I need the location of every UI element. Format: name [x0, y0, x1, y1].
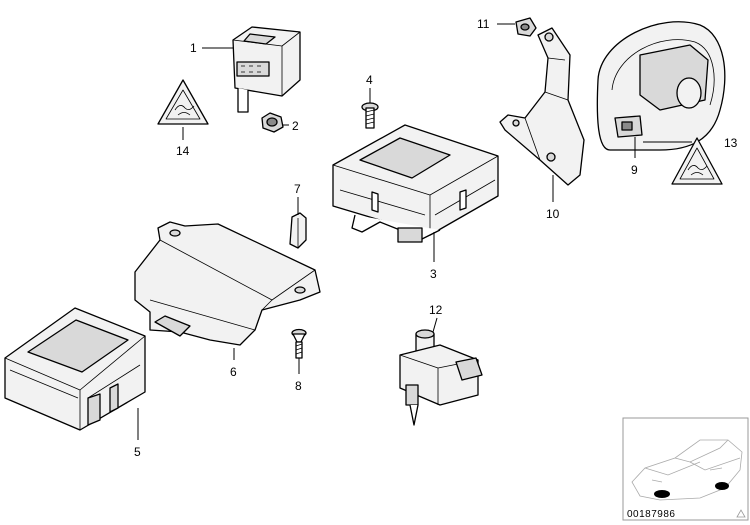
part-3-control-module[interactable] — [332, 124, 499, 243]
callout-3: 3 — [430, 267, 437, 281]
callout-6: 6 — [230, 365, 237, 379]
part-14-warning-label[interactable] — [157, 79, 209, 125]
callout-labels: 1 2 3 4 5 6 7 8 9 10 11 12 13 14 — [134, 17, 738, 459]
callout-5: 5 — [134, 445, 141, 459]
callout-7: 7 — [294, 182, 301, 196]
thumbnail-frame — [622, 417, 749, 521]
part-10-bracket[interactable] — [499, 27, 585, 186]
callout-13: 13 — [724, 136, 738, 150]
callout-2: 2 — [292, 119, 299, 133]
callout-9: 9 — [631, 163, 638, 177]
callout-8: 8 — [295, 379, 302, 393]
part-4-screw[interactable] — [361, 102, 379, 129]
callout-10: 10 — [546, 207, 560, 221]
part-8-screw[interactable] — [291, 328, 307, 359]
callout-14: 14 — [176, 144, 190, 158]
part-2-nut[interactable] — [261, 112, 284, 133]
part-7-clip[interactable] — [289, 212, 307, 249]
car-outline-icon — [631, 439, 743, 501]
document-id: 00187986 — [627, 509, 676, 520]
leader-lines — [137, 23, 692, 440]
part-11-grommet[interactable] — [515, 17, 537, 37]
callout-12: 12 — [429, 303, 443, 317]
part-5-control-unit[interactable] — [4, 307, 146, 431]
part-6-bracket-module[interactable] — [134, 221, 321, 346]
part-12-switch[interactable] — [399, 329, 483, 426]
vehicle-thumbnail[interactable]: 00187986 — [622, 417, 749, 521]
part-1-relay[interactable] — [232, 26, 301, 113]
part-9-horn[interactable] — [596, 21, 726, 151]
part-13-warning-label[interactable] — [671, 137, 723, 185]
callout-4: 4 — [366, 73, 373, 87]
corner-mark-icon — [736, 509, 746, 518]
callout-11: 11 — [477, 17, 490, 31]
callout-1: 1 — [190, 41, 197, 55]
